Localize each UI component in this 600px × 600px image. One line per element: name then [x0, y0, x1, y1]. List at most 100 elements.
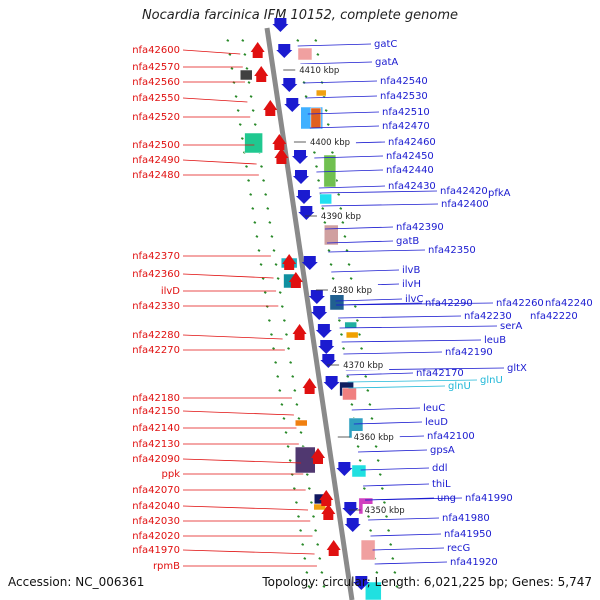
track-tick — [341, 221, 345, 224]
right-feature-body — [294, 150, 307, 156]
track-tick — [260, 165, 263, 168]
kbp-tick-label: 4380 kbp — [332, 286, 372, 296]
left-leader — [182, 458, 302, 464]
track-tick — [280, 305, 284, 308]
right-label: nfa41950 — [444, 529, 492, 540]
right-feature-arrow — [320, 360, 337, 368]
kbp-tick-label: 4400 kbp — [310, 138, 350, 148]
right-feature-body — [297, 190, 310, 196]
track-tick — [230, 67, 234, 70]
kbp-tick-label: 4360 kbp — [354, 433, 394, 443]
track-tick — [364, 375, 368, 378]
track-tick — [358, 459, 362, 462]
track-tick — [243, 53, 247, 56]
right-feature-arrow — [292, 156, 309, 164]
right-label: glnU — [448, 381, 471, 392]
track-tick — [307, 487, 311, 490]
right-leader — [353, 421, 423, 425]
track-tick — [317, 179, 321, 182]
right-leader — [347, 379, 478, 383]
left-feature-body — [274, 144, 285, 150]
kbp-tick-bg — [307, 136, 356, 147]
kbp-tick-bg — [362, 504, 411, 515]
right-label: nfa42540 — [380, 76, 428, 87]
left-leader — [182, 97, 248, 103]
track-tick — [253, 221, 257, 224]
track-tick — [378, 473, 382, 476]
track-tick — [339, 207, 343, 210]
right-feature-arrow — [295, 196, 312, 204]
kbp-tick-bg — [351, 431, 400, 442]
track-tick — [264, 193, 268, 196]
track-tick — [247, 81, 251, 84]
right-label: leuB — [484, 335, 506, 346]
right-label: gatA — [375, 57, 398, 68]
track-tick — [315, 165, 318, 168]
track-tick — [312, 151, 316, 154]
right-leader — [336, 302, 494, 306]
left-leader — [182, 49, 241, 55]
track-tick — [247, 179, 251, 182]
right-label: nfa42350 — [428, 245, 476, 256]
left-feature-body — [323, 514, 334, 520]
right-leader — [318, 185, 386, 189]
right-leader — [326, 240, 394, 244]
left-label: ilvD — [161, 286, 180, 297]
track-tick — [241, 39, 245, 42]
track-tick — [323, 221, 327, 224]
right-leader — [335, 298, 403, 302]
gene-block — [310, 107, 322, 129]
right-label: thiL — [432, 479, 451, 490]
kbp-tick-bg — [341, 359, 390, 370]
track-tick — [321, 207, 325, 210]
track-tick — [349, 277, 353, 280]
track-tick — [274, 361, 278, 364]
right-leader — [372, 547, 445, 551]
right-label: ilvC — [405, 294, 423, 305]
left-label: rpmB — [153, 561, 180, 572]
track-tick — [353, 305, 357, 308]
right-feature-arrow — [272, 24, 289, 32]
right-feature-body — [274, 18, 287, 24]
kbp-tick-label: 4350 kbp — [365, 506, 405, 516]
left-label: nfa42500 — [132, 140, 180, 151]
right-feature-body — [300, 206, 313, 212]
track-tick — [305, 571, 309, 574]
gene-block — [345, 331, 359, 339]
track-tick — [391, 557, 395, 560]
left-label: nfa41970 — [132, 545, 180, 556]
left-feature-body — [294, 334, 305, 340]
right-label: leuD — [425, 417, 448, 428]
left-label: nfa42570 — [132, 62, 180, 73]
track-tick — [276, 277, 280, 280]
track-tick — [327, 249, 331, 252]
gene-block — [295, 419, 308, 427]
left-label: nfa42030 — [132, 516, 180, 527]
right-feature-body — [303, 256, 316, 262]
right-leader — [324, 226, 394, 230]
track-tick — [329, 263, 333, 266]
gene-block — [239, 69, 253, 81]
right-label: nfa42450 — [386, 151, 434, 162]
left-feature-arrow — [321, 504, 336, 514]
right-label: nfa42470 — [382, 121, 430, 132]
gene-block — [324, 224, 339, 246]
track-tick — [282, 417, 286, 420]
left-label: nfa42280 — [132, 330, 180, 341]
left-feature-arrow — [254, 66, 269, 76]
left-label: nfa42040 — [132, 501, 180, 512]
track-tick — [355, 319, 359, 322]
right-leader — [339, 325, 498, 329]
track-tick — [356, 445, 360, 448]
right-label: gpsA — [430, 445, 455, 456]
right-feature-arrow — [308, 296, 325, 304]
track-tick — [238, 123, 242, 126]
gene-block — [315, 89, 327, 97]
right-label: glnU — [480, 375, 503, 386]
track-tick — [266, 207, 270, 210]
track-tick — [340, 333, 343, 336]
track-tick — [314, 39, 318, 42]
right-feature-body — [322, 354, 335, 360]
right-leader — [303, 80, 378, 84]
